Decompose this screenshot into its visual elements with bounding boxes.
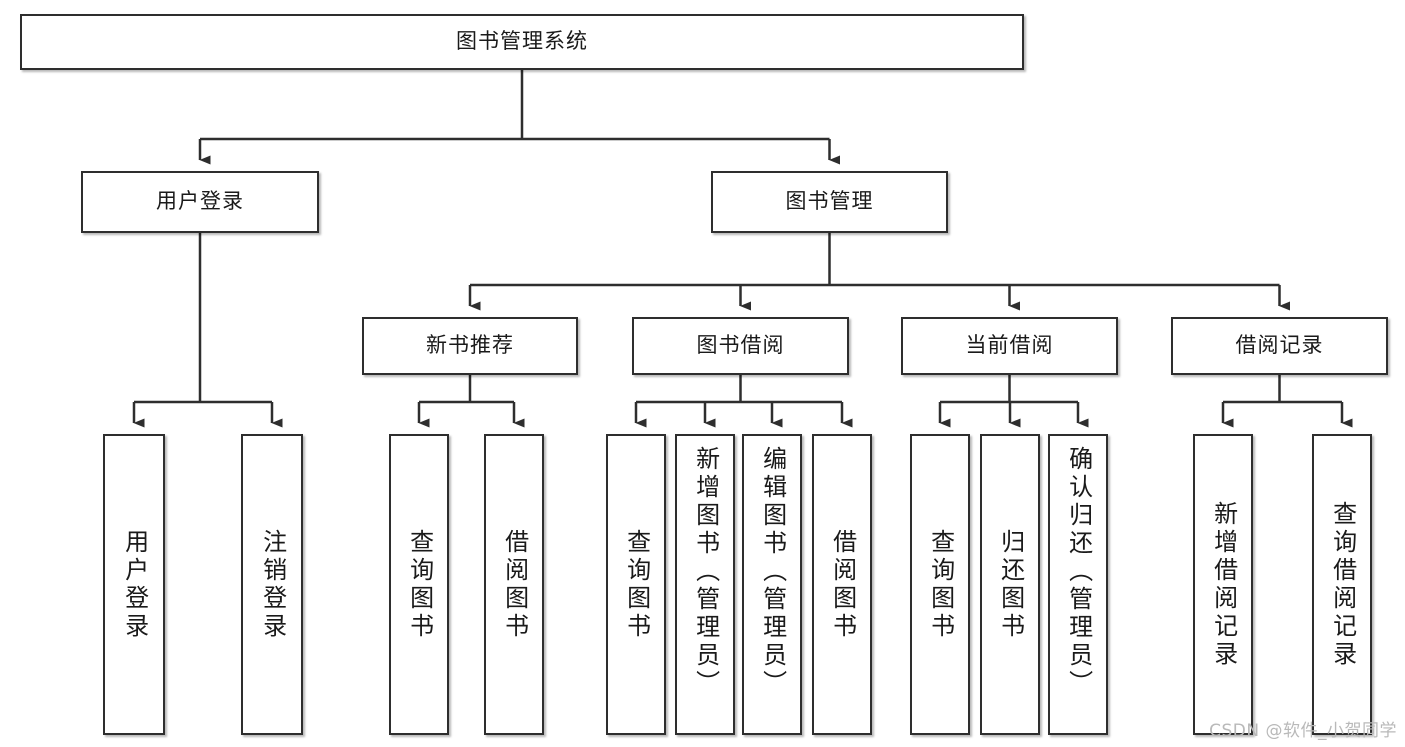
node-label: 借阅图书 (828, 528, 857, 641)
watermark-text: CSDN @软件_小贺同学 (1209, 721, 1397, 741)
node-leaf-7[interactable]: 编辑图书（管理员） (742, 434, 802, 735)
node-login[interactable]: 用户登录 (81, 171, 319, 233)
node-label: 借阅记录 (1235, 333, 1324, 358)
node-label: 当前借阅 (965, 333, 1054, 358)
node-label: 查询图书 (926, 528, 955, 641)
node-leaf-8[interactable]: 借阅图书 (812, 434, 872, 735)
node-label: 新增借阅记录 (1209, 500, 1238, 669)
node-label: 图书借阅 (696, 333, 785, 358)
node-leaf-11[interactable]: 确认归还（管理员） (1048, 434, 1108, 735)
node-leaf-13[interactable]: 查询借阅记录 (1312, 434, 1372, 735)
node-label: 新书推荐 (426, 333, 514, 358)
node-label: 归还图书 (996, 528, 1025, 641)
node-bookmgmt[interactable]: 图书管理 (711, 171, 948, 233)
node-leaf-4[interactable]: 借阅图书 (484, 434, 544, 735)
node-label: 查询图书 (405, 528, 434, 641)
node-label: 查询借阅记录 (1328, 500, 1357, 669)
node-current[interactable]: 当前借阅 (901, 317, 1118, 375)
node-label: 图书管理 (785, 189, 874, 214)
node-borrow[interactable]: 图书借阅 (632, 317, 849, 375)
node-leaf-2[interactable]: 注销登录 (241, 434, 303, 735)
node-label: 借阅图书 (500, 528, 529, 641)
node-newbooks[interactable]: 新书推荐 (362, 317, 578, 375)
node-records[interactable]: 借阅记录 (1171, 317, 1388, 375)
node-label: 确认归还（管理员） (1064, 446, 1093, 698)
node-leaf-10[interactable]: 归还图书 (980, 434, 1040, 735)
node-label: 图书管理系统 (456, 29, 588, 54)
node-leaf-12[interactable]: 新增借阅记录 (1193, 434, 1253, 735)
node-leaf-1[interactable]: 用户登录 (103, 434, 165, 735)
node-label: 新增图书（管理员） (691, 446, 720, 698)
node-root[interactable]: 图书管理系统 (20, 14, 1024, 70)
node-leaf-6[interactable]: 新增图书（管理员） (675, 434, 735, 735)
node-label: 用户登录 (120, 528, 149, 641)
node-leaf-5[interactable]: 查询图书 (606, 434, 666, 735)
node-label: 编辑图书（管理员） (758, 446, 787, 698)
node-label: 用户登录 (156, 189, 244, 214)
node-leaf-3[interactable]: 查询图书 (389, 434, 449, 735)
node-label: 查询图书 (622, 528, 651, 641)
node-label: 注销登录 (258, 528, 287, 641)
node-leaf-9[interactable]: 查询图书 (910, 434, 970, 735)
